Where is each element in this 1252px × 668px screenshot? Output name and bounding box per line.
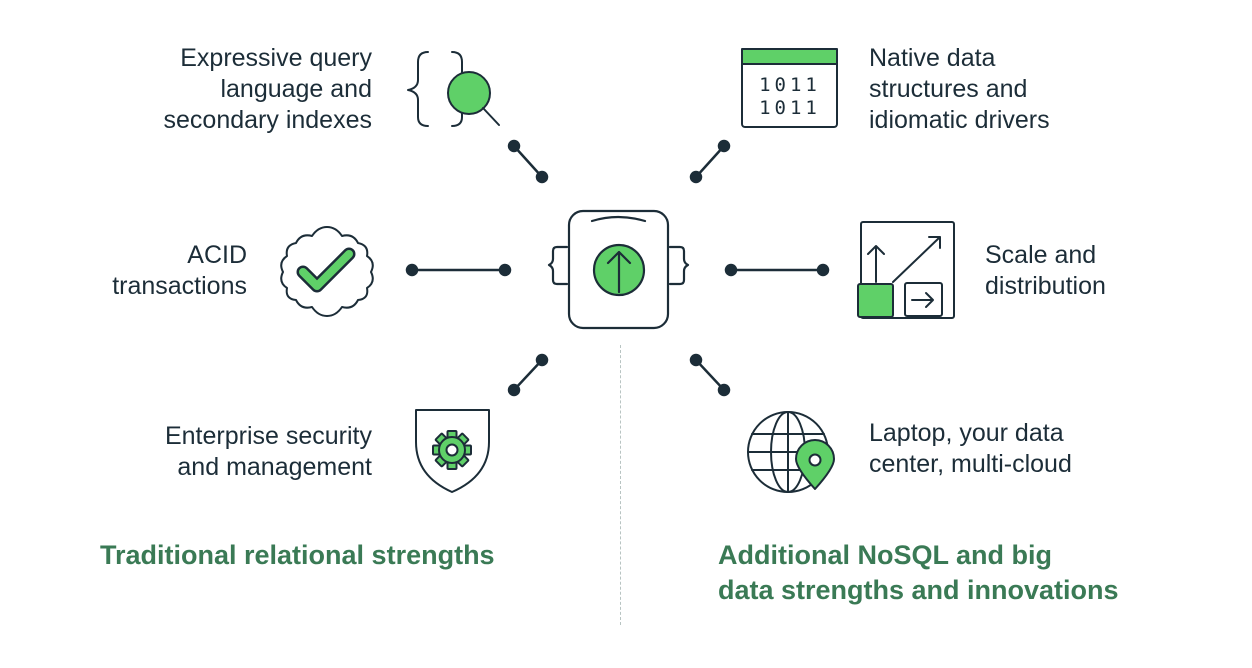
document-upload-icon: [547, 209, 690, 330]
feature-label-enterprise-security: Enterprise security and management: [164, 422, 372, 481]
feature-label-scale-distribution: Scale and distribution: [985, 241, 1106, 300]
connector-middle-right: [724, 263, 830, 277]
connector-top-left: [507, 139, 549, 184]
feature-label-query-language: Expressive query language and secondary …: [163, 44, 372, 134]
connector-middle-left: [405, 263, 512, 277]
verified-badge-icon: [280, 226, 374, 317]
query-search-icon: [407, 51, 500, 127]
shield-gear-icon: [415, 409, 490, 493]
binary-row-2: 1011: [759, 97, 821, 119]
connector-bottom-left: [507, 353, 549, 397]
connector-top-right: [689, 139, 731, 184]
globe-location-icon: [747, 411, 835, 493]
connector-bottom-right: [689, 353, 731, 397]
binary-row-1: 1011: [759, 74, 821, 96]
section-divider: [620, 345, 621, 625]
caption-nosql-strengths: Additional NoSQL and big data strengths …: [718, 540, 1119, 605]
feature-label-native-data: Native data structures and idiomatic dri…: [869, 44, 1050, 134]
binary-data-icon: 1011 1011: [741, 48, 838, 128]
feature-label-multi-cloud: Laptop, your data center, multi-cloud: [869, 419, 1072, 478]
scale-arrows-icon: [857, 221, 955, 319]
caption-traditional-strengths: Traditional relational strengths: [100, 540, 495, 570]
feature-label-acid-transactions: ACID transactions: [112, 241, 247, 300]
